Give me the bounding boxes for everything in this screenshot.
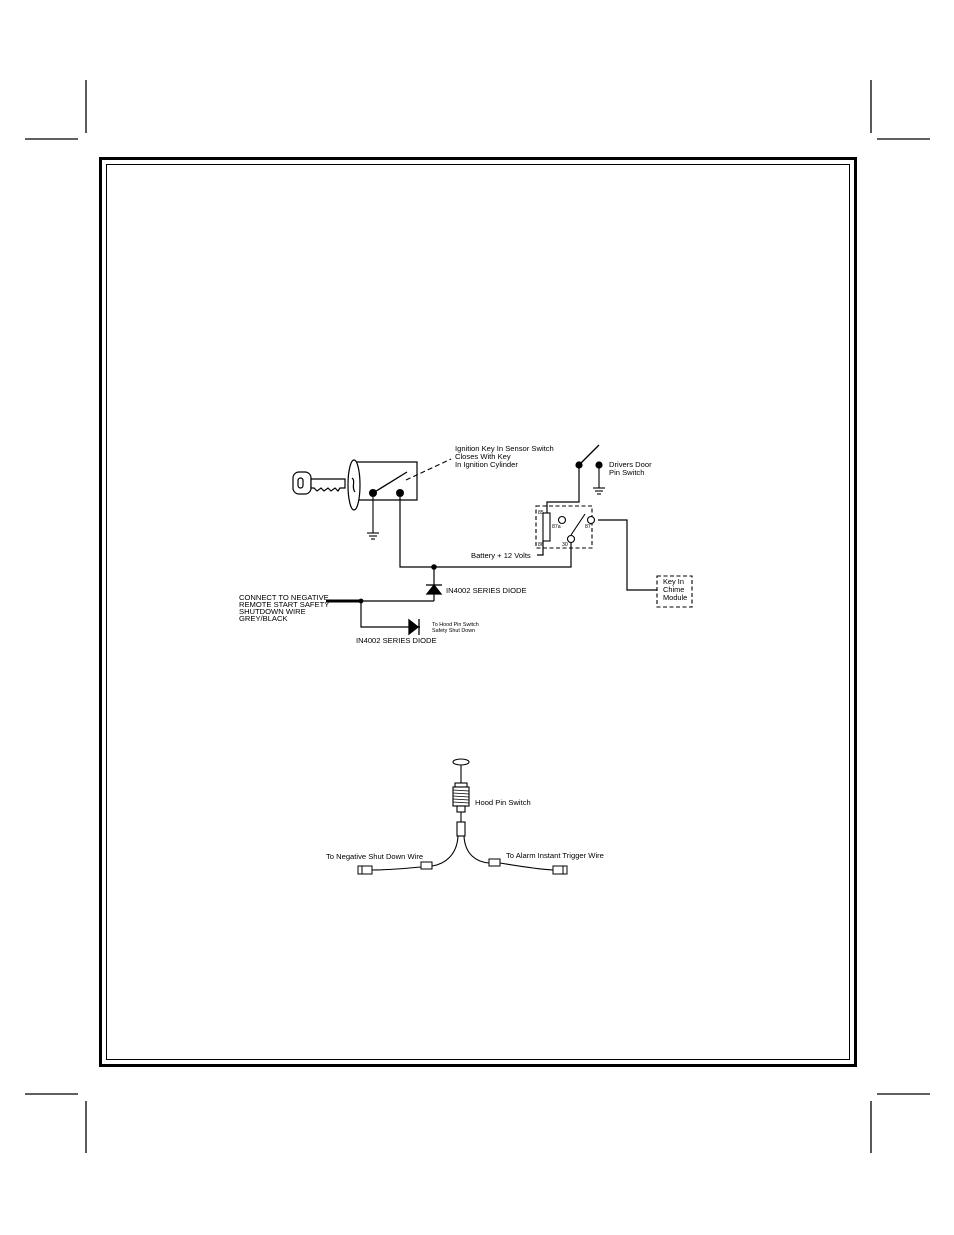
ignition-switch-label: Ignition Key In Sensor Switch Closes Wit… — [455, 444, 556, 469]
door-pin-switch — [575, 444, 605, 495]
diode-lower-label: IN4002 SERIES DIODE — [356, 636, 437, 645]
right-wire-label: To Alarm Instant Trigger Wire — [506, 851, 604, 860]
hood-pin-switch-icon — [452, 758, 470, 837]
ignition-cylinder — [347, 459, 418, 511]
relay-pin-30: 30 — [562, 542, 568, 548]
door-switch-label: Drivers Door Pin Switch — [609, 460, 654, 477]
left-wire-label: To Negative Shut Down Wire — [326, 852, 423, 861]
junction-dot — [358, 598, 364, 604]
key-icon — [292, 471, 346, 495]
remote-start-label: CONNECT TO NEGATIVE REMOTE START SAFETY … — [239, 593, 331, 623]
crop-marks — [25, 80, 930, 1153]
ground-symbol-ignition — [367, 497, 379, 540]
relay-pin-87: 87 — [585, 524, 591, 530]
chime-module-label: Key In Chime Module — [663, 577, 687, 602]
hood-pin-label: Hood Pin Switch — [475, 798, 531, 807]
page-frame — [99, 157, 857, 1067]
junction-dot — [431, 564, 437, 570]
diode-main-icon — [425, 583, 443, 595]
diode-lower-icon — [408, 618, 420, 636]
ignition-sensor-switch — [369, 458, 452, 497]
chime-module-box — [656, 575, 693, 608]
wiring-diagram: Ignition Key In Sensor Switch Closes Wit… — [239, 444, 693, 645]
relay-pin-87a: 87a — [552, 524, 561, 530]
relay-pin-85: 85 — [538, 510, 544, 516]
relay-pin-86: 86 — [538, 542, 544, 548]
diode-main-label: IN4002 SERIES DIODE — [446, 586, 527, 595]
relay — [535, 505, 596, 549]
hood-pin-diagram: Hood Pin Switch To Negative Shut Down Wi… — [326, 758, 604, 875]
hood-pin-wiring — [371, 835, 554, 871]
hood-shutdown-label: To Hood Pin Switch Safety Shut Down — [432, 622, 480, 634]
battery-label: Battery + 12 Volts — [471, 551, 531, 560]
circuit-wires — [360, 465, 657, 628]
wire-connector-icon — [357, 858, 568, 875]
